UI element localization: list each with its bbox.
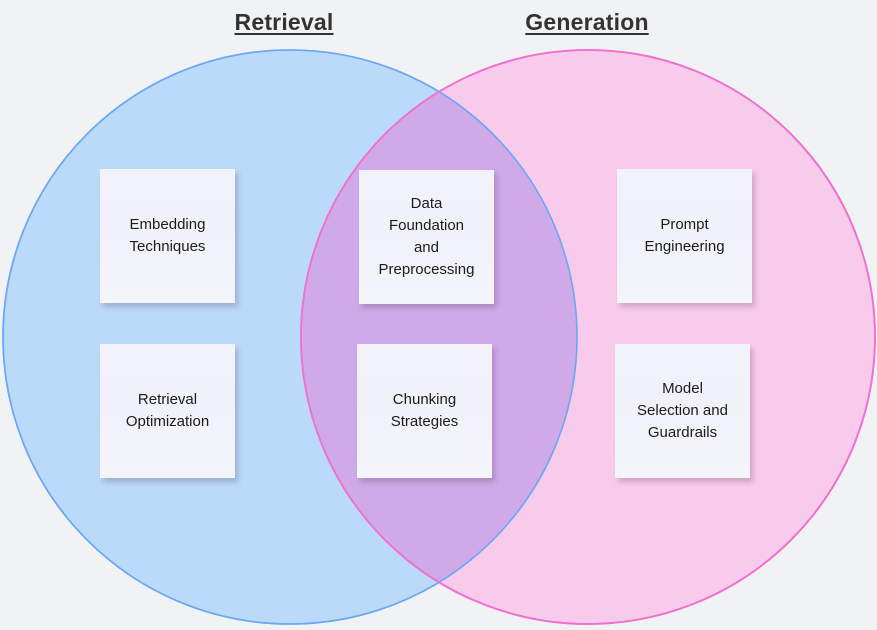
retrieval-title: Retrieval — [234, 9, 334, 35]
generation-circle-outline — [300, 49, 876, 625]
generation-title: Generation — [525, 9, 649, 35]
retrieval-circle-outline — [2, 49, 578, 625]
